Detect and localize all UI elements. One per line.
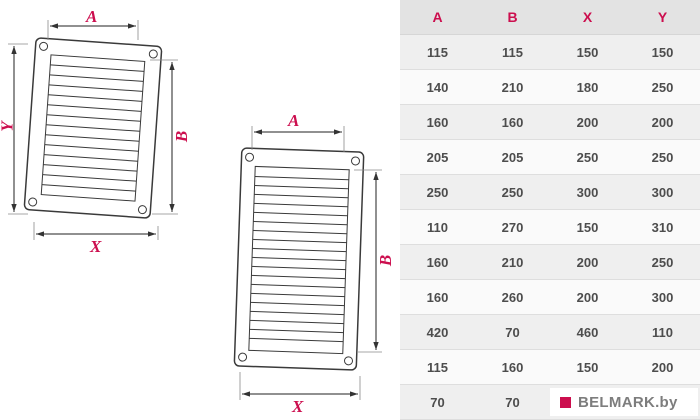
table-cell: 300 bbox=[651, 289, 674, 305]
table-cell: 200 bbox=[651, 114, 674, 130]
table-cell: 210 bbox=[501, 79, 524, 95]
grille2-dim-label-a: A bbox=[288, 111, 300, 130]
table-cell: 115 bbox=[502, 44, 523, 60]
table-cell: 250 bbox=[501, 184, 524, 200]
table-cell: 300 bbox=[651, 184, 674, 200]
grille1-body bbox=[23, 37, 163, 219]
col-header-x: X bbox=[582, 9, 593, 25]
table-row: 115 160 150 200 bbox=[400, 350, 700, 385]
table-row: 420 70 460 110 bbox=[400, 315, 700, 350]
table-cell: 70 bbox=[430, 394, 445, 410]
col-header-b: B bbox=[507, 9, 518, 25]
table-cell: 205 bbox=[501, 149, 524, 165]
table-cell: 160 bbox=[426, 254, 449, 270]
table-cell: 150 bbox=[651, 44, 674, 60]
table-cell: 150 bbox=[576, 219, 599, 235]
table-cell: 250 bbox=[426, 184, 449, 200]
table-cell: 205 bbox=[426, 149, 449, 165]
col-header-y: Y bbox=[657, 9, 668, 25]
table-cell: 200 bbox=[651, 359, 674, 375]
table-row: 160 210 200 250 bbox=[400, 245, 700, 280]
table-header: A B X Y bbox=[400, 0, 700, 35]
table-row: 250 250 300 300 bbox=[400, 175, 700, 210]
table-cell: 180 bbox=[576, 79, 599, 95]
table-cell: 460 bbox=[576, 324, 599, 340]
table-cell: 160 bbox=[426, 114, 449, 130]
table-cell: 250 bbox=[651, 149, 674, 165]
table-cell: 300 bbox=[576, 184, 599, 200]
table-cell: 140 bbox=[426, 79, 449, 95]
dimension-arrows bbox=[11, 23, 379, 397]
belmark-logo-icon bbox=[560, 396, 571, 408]
table-cell: 200 bbox=[576, 114, 599, 130]
table-cell: 110 bbox=[427, 219, 448, 235]
table-cell: 270 bbox=[501, 219, 524, 235]
table-cell: 210 bbox=[501, 254, 524, 270]
table-cell: 115 bbox=[427, 44, 448, 60]
table-cell: 250 bbox=[651, 254, 674, 270]
table-cell: 150 bbox=[576, 44, 599, 60]
dimension-table: A B X Y 115 115 150 150 140 210 180 250 160 160 20… bbox=[400, 0, 700, 420]
grille2-body bbox=[233, 147, 365, 371]
grille1-dim-label-y: Y bbox=[0, 121, 17, 131]
table-cell: 160 bbox=[501, 359, 524, 375]
extension-lines bbox=[8, 20, 382, 400]
table-cell: 250 bbox=[576, 149, 599, 165]
table-cell: 310 bbox=[651, 219, 674, 235]
table-row: 205 205 250 250 bbox=[400, 140, 700, 175]
table-cell: 420 bbox=[426, 324, 449, 340]
belmark-logo-text: BELMARK.by bbox=[578, 393, 678, 411]
grille2-dim-label-b: B bbox=[376, 254, 396, 267]
table-cell: 200 bbox=[576, 289, 599, 305]
table-cell: 200 bbox=[576, 254, 599, 270]
table-cell: 260 bbox=[501, 289, 524, 305]
grille-diagram: A Y B X A B X bbox=[0, 7, 396, 416]
table-cell: 160 bbox=[501, 114, 524, 130]
grille1-dim-label-x: X bbox=[90, 237, 102, 256]
table-row: 160 160 200 200 bbox=[400, 105, 700, 140]
table-cell: 115 bbox=[427, 359, 448, 375]
table-cell: 160 bbox=[426, 289, 449, 305]
grille-technical-drawing-svg bbox=[8, 20, 382, 400]
table-row: 160 260 200 300 bbox=[400, 280, 700, 315]
grille2-dim-label-x: X bbox=[292, 397, 304, 416]
table-cell: 110 bbox=[652, 324, 673, 340]
table-cell: 150 bbox=[576, 359, 599, 375]
table-row: 110 270 150 310 bbox=[400, 210, 700, 245]
col-header-a: A bbox=[432, 9, 443, 25]
grille1-dim-label-b: B bbox=[172, 130, 192, 143]
table-row: 140 210 180 250 bbox=[400, 70, 700, 105]
table-row: 115 115 150 150 bbox=[400, 35, 700, 70]
table-cell: 70 bbox=[505, 394, 520, 410]
table-cell: 70 bbox=[505, 324, 520, 340]
grille1-dim-label-a: A bbox=[86, 7, 98, 26]
table-cell: 250 bbox=[651, 79, 674, 95]
belmark-logo: BELMARK.by bbox=[550, 388, 698, 416]
